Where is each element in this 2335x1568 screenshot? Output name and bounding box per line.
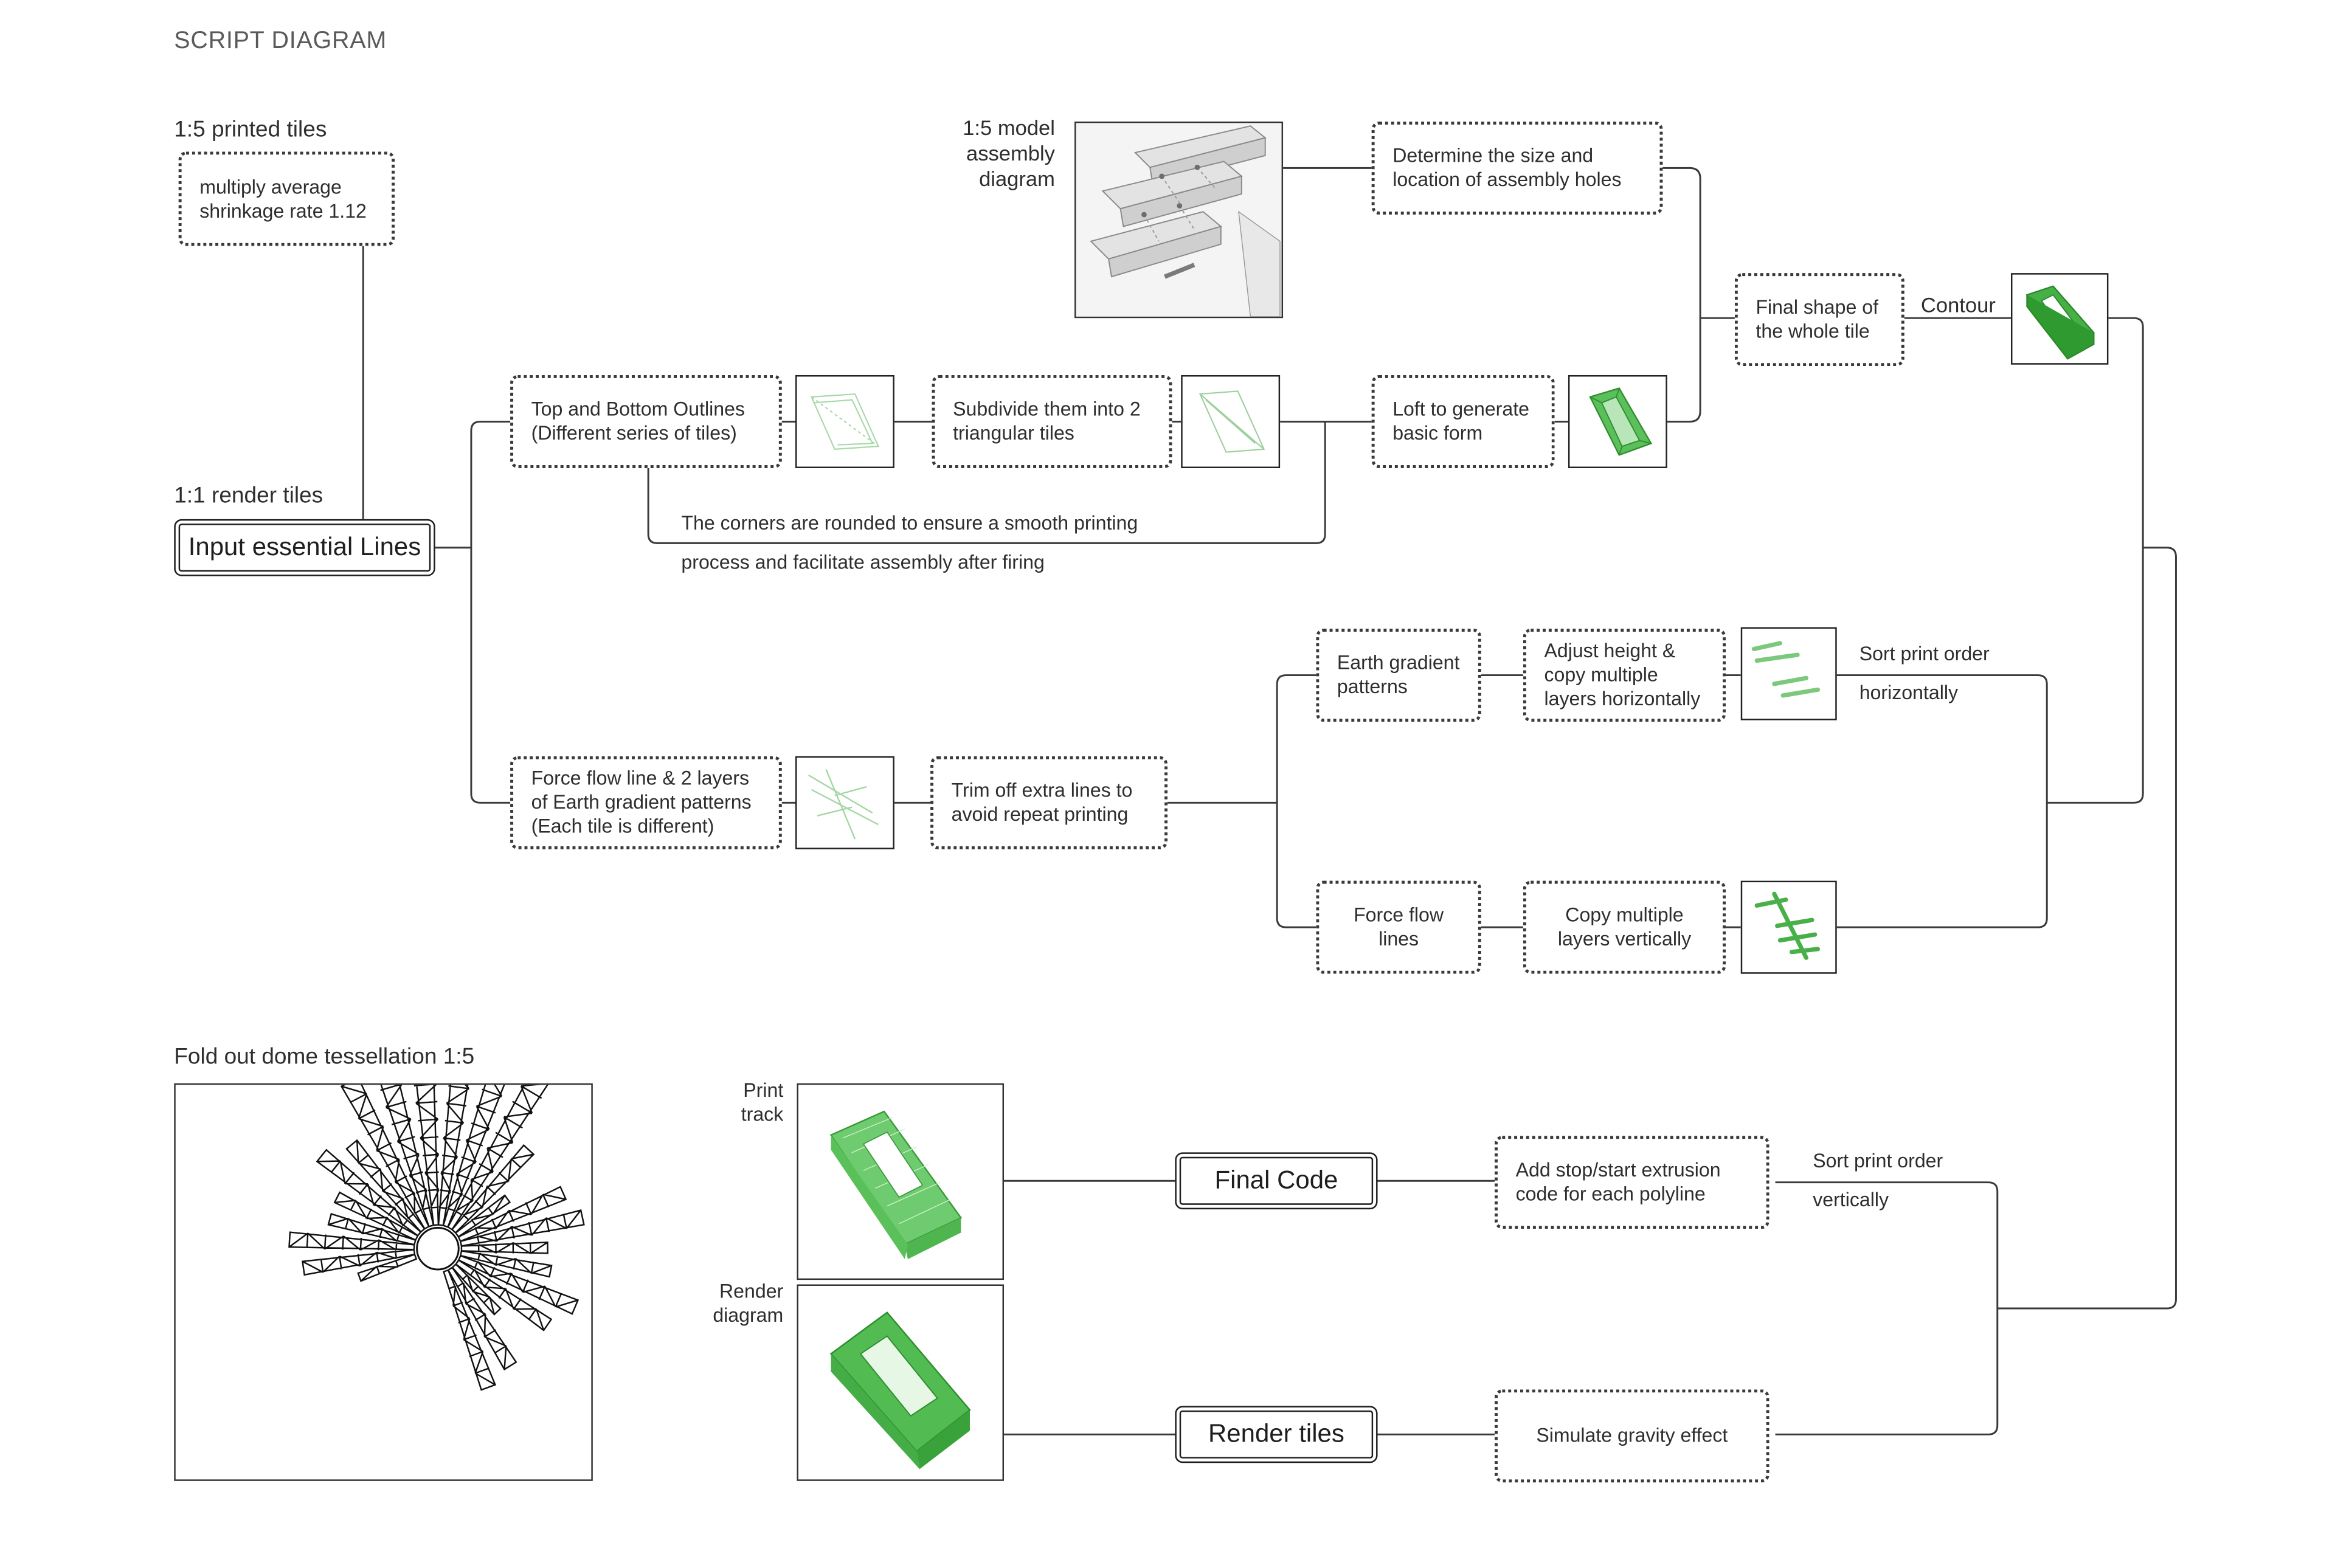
final-shape-box: Final shape of the whole tile bbox=[1734, 273, 1904, 367]
final-code-node: Final Code bbox=[1175, 1152, 1378, 1210]
outlines-thumbnail bbox=[795, 375, 894, 468]
print-track-image bbox=[797, 1083, 1005, 1280]
assembly-diagram-label: 1:5 model assembly diagram bbox=[963, 116, 1055, 191]
loft-thumbnail bbox=[1568, 375, 1667, 468]
stop-start-box: Add stop/start extrusion code for each p… bbox=[1495, 1136, 1769, 1229]
copy-vertical-box: Copy multiple layers vertically bbox=[1523, 880, 1726, 974]
force-flow-thumbnail bbox=[795, 756, 894, 849]
input-essential-lines-node: Input essential Lines bbox=[174, 519, 435, 576]
render-diagram-label: Render diagram bbox=[713, 1280, 784, 1327]
dome-tessellation-label: Fold out dome tessellation 1:5 bbox=[174, 1044, 475, 1070]
print-track-label: Print track bbox=[741, 1079, 784, 1125]
vertical-layers-thumbnail bbox=[1740, 880, 1837, 974]
render-tiles-node: Render tiles bbox=[1175, 1406, 1378, 1463]
contour-label: Contour bbox=[1920, 292, 1996, 317]
corner-note-line1: The corners are rounded to ensure a smoo… bbox=[681, 511, 1138, 534]
page-title: SCRIPT DIAGRAM bbox=[174, 28, 387, 54]
assembly-holes-box: Determine the size and location of assem… bbox=[1371, 121, 1663, 215]
render-tiles-scale-label: 1:1 render tiles bbox=[174, 483, 323, 509]
dome-panels bbox=[288, 1085, 585, 1391]
sort-horizontal-line1: Sort print order bbox=[1859, 642, 1990, 665]
render-diagram-image bbox=[797, 1284, 1005, 1481]
dome-tessellation-image bbox=[174, 1083, 593, 1481]
corner-note-line2: process and facilitate assembly after fi… bbox=[681, 550, 1045, 573]
dome-oculus bbox=[416, 1226, 460, 1271]
shrinkage-box: multiply average shrinkage rate 1.12 bbox=[178, 151, 395, 246]
adjust-height-box: Adjust height & copy multiple layers hor… bbox=[1523, 629, 1726, 722]
trim-lines-box: Trim off extra lines to avoid repeat pri… bbox=[930, 756, 1168, 849]
sort-vertical-line2: vertically bbox=[1813, 1188, 1889, 1211]
sort-vertical-line1: Sort print order bbox=[1813, 1149, 1943, 1172]
printed-tiles-label: 1:5 printed tiles bbox=[174, 117, 327, 143]
horizontal-layers-thumbnail bbox=[1740, 627, 1837, 720]
outlines-box: Top and Bottom Outlines (Different serie… bbox=[510, 375, 782, 468]
contour-thumbnail bbox=[2010, 273, 2109, 365]
loft-box: Loft to generate basic form bbox=[1371, 375, 1555, 468]
force-flow-gradient-box: Force flow line & 2 layers of Earth grad… bbox=[510, 756, 782, 849]
gravity-box: Simulate gravity effect bbox=[1495, 1389, 1769, 1483]
sort-horizontal-line2: horizontally bbox=[1859, 681, 1959, 704]
force-flow-lines-box: Force flow lines bbox=[1316, 880, 1481, 974]
assembly-diagram-image bbox=[1074, 121, 1284, 319]
earth-gradient-box: Earth gradient patterns bbox=[1316, 629, 1481, 722]
subdivide-thumbnail bbox=[1181, 375, 1281, 468]
subdivide-box: Subdivide them into 2 triangular tiles bbox=[932, 375, 1172, 468]
